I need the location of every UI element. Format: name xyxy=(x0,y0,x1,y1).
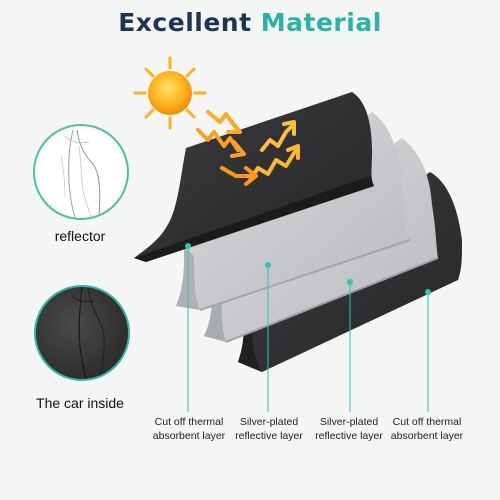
layer-markers xyxy=(187,246,429,412)
layer-label-3-line1: Silver-plated xyxy=(319,416,379,428)
layer-label-4: Cut off thermal absorbent layer xyxy=(381,415,473,443)
marker-dot-1 xyxy=(185,243,191,249)
title-word-material: Material xyxy=(260,8,382,37)
layer-label-3: Silver-plated reflective layer xyxy=(303,415,395,443)
layer-label-1-line1: Cut off thermal xyxy=(154,416,224,428)
reflector-sketch-icon xyxy=(60,129,101,218)
car-inside-illustration xyxy=(34,285,130,381)
page-title: Excellent Material xyxy=(0,8,500,37)
reflector-illustration xyxy=(33,124,129,220)
layer-label-3-line2: reflective layer xyxy=(315,430,383,442)
layer-label-1: Cut off thermal absorbent layer xyxy=(143,415,235,443)
sun-icon xyxy=(133,56,207,130)
layer-label-2: Silver-plated reflective layer xyxy=(223,415,315,443)
layer-label-2-line1: Silver-plated xyxy=(239,416,299,428)
layer-label-1-line2: absorbent layer xyxy=(152,430,226,442)
title-word-excellent: Excellent xyxy=(118,8,252,37)
marker-dot-3 xyxy=(347,279,353,285)
car-inside-sketch-icon xyxy=(71,287,105,379)
car-inside-label: The car inside xyxy=(36,395,124,411)
marker-dot-4 xyxy=(425,289,431,295)
layer-label-2-line2: reflective layer xyxy=(235,430,303,442)
reflector-label: reflector xyxy=(54,228,106,244)
layer-label-4-line1: Cut off thermal xyxy=(392,416,462,428)
heat-arrows-icon xyxy=(196,110,300,186)
layer-label-4-line2: absorbent layer xyxy=(390,430,464,442)
marker-dot-2 xyxy=(265,262,271,268)
